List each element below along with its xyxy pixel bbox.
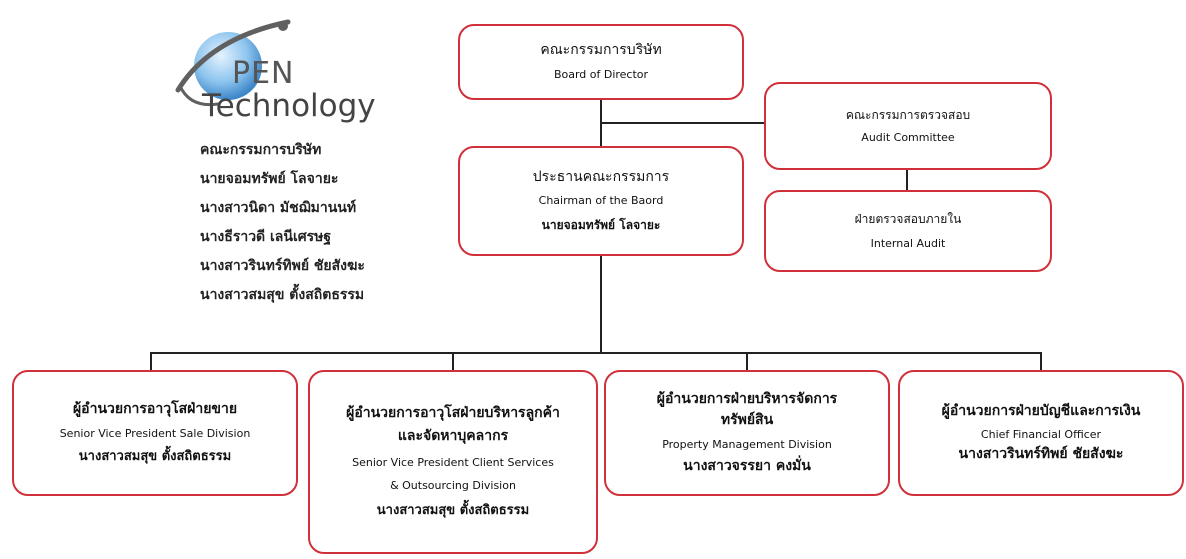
box-title-en: Senior Vice President Client Services	[352, 455, 554, 469]
audit-committee-box: คณะกรรมการตรวจสอบ Audit Committee	[764, 82, 1052, 170]
box-title-en: Chief Financial Officer	[980, 428, 1102, 442]
property-management-box: ผู้อำนวยการฝ่ายบริหารจัดการ ทรัพย์สิน Pr…	[604, 370, 890, 496]
connector-chairman-down	[600, 256, 602, 352]
box-person: นางสาวรินทร์ทิพย์ ชัยสังฆะ	[958, 445, 1124, 462]
chairman-box: ประธานคณะกรรมการ Chairman of the Baord น…	[458, 146, 744, 256]
box-person: นายจอมทรัพย์ โลจายะ	[541, 218, 661, 233]
director-name: นางสาวรินทร์ทิพย์ ชัยสังฆะ	[200, 258, 365, 274]
box-title-en: Property Management Division	[662, 437, 832, 451]
connector-drop-3	[746, 352, 748, 370]
director-name: นางสาวนิดา มัชฌิมานนท์	[200, 200, 357, 216]
director-name: นางธีราวดี เลนีเศรษฐ	[200, 229, 332, 245]
company-logo: PEN	[170, 18, 400, 128]
box-title-en-2: & Outsourcing Division	[390, 479, 516, 493]
connector-audit-internal	[906, 170, 908, 190]
director-name: นายจอมทรัพย์ โลจายะ	[200, 171, 339, 187]
board-of-director-box: คณะกรรมการบริษัท Board of Director	[458, 24, 744, 100]
globe-swoosh-icon	[175, 19, 291, 107]
directors-panel: คณะกรรมการบริษัท นายจอมทรัพย์ โลจายะ นาง…	[200, 136, 365, 310]
box-title-th: คณะกรรมการตรวจสอบ	[845, 107, 971, 122]
box-person: นางสาวจรรยา คงมั่น	[683, 457, 811, 474]
connector-drop-2	[452, 352, 454, 370]
box-title-en: Board of Director	[553, 67, 649, 81]
box-person: นางสาวสมสุข ตั้งสถิตธรรม	[376, 503, 530, 519]
box-title-th: ประธานคณะกรรมการ	[532, 168, 670, 185]
box-title-th: คณะกรรมการบริษัท	[540, 42, 662, 59]
box-title-th: ผู้อำนวยการฝ่ายบริหารจัดการ	[656, 390, 838, 407]
box-title-th: ผู้อำนวยการอาวุโสฝ่ายขาย	[72, 401, 238, 418]
connector-to-audit	[600, 122, 766, 124]
connector-drop-4	[1040, 352, 1042, 370]
box-title-th: ฝ่ายตรวจสอบภายใน	[854, 211, 962, 226]
logo-word-technology: Technology	[202, 88, 376, 124]
internal-audit-box: ฝ่ายตรวจสอบภายใน Internal Audit	[764, 190, 1052, 272]
box-title-th: ผู้อำนวยการฝ่ายบัญชีและการเงิน	[941, 402, 1141, 419]
box-title-en: Chairman of the Baord	[538, 194, 664, 208]
svp-client-services-box: ผู้อำนวยการอาวุโสฝ่ายบริหารลูกค้า และจัด…	[308, 370, 598, 554]
logo-word-pen: PEN	[232, 56, 295, 91]
cfo-box: ผู้อำนวยการฝ่ายบัญชีและการเงิน Chief Fin…	[898, 370, 1184, 496]
box-title-en: Audit Committee	[861, 130, 955, 144]
box-title-en: Senior Vice President Sale Division	[59, 426, 251, 440]
connector-horizontal-bus	[150, 352, 1042, 354]
svp-sale-box: ผู้อำนวยการอาวุโสฝ่ายขาย Senior Vice Pre…	[12, 370, 298, 496]
box-title-en: Internal Audit	[870, 236, 946, 250]
box-title-th-2: ทรัพย์สิน	[720, 412, 774, 429]
box-title-th: ผู้อำนวยการอาวุโสฝ่ายบริหารลูกค้า	[346, 404, 560, 421]
director-name: นางสาวสมสุข ตั้งสถิตธรรม	[200, 287, 365, 303]
box-title-th-2: และจัดหาบุคลากร	[397, 428, 509, 445]
connector-drop-1	[150, 352, 152, 370]
box-person: นางสาวสมสุข ตั้งสถิตธรรม	[78, 448, 232, 464]
directors-heading: คณะกรรมการบริษัท	[200, 142, 322, 158]
